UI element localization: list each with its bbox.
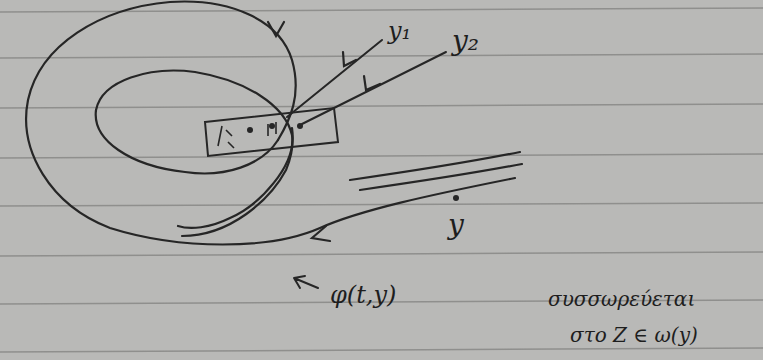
- note-text: συσσωρεύεται: [548, 288, 695, 310]
- trajectory-label: φ(t,y): [330, 282, 396, 308]
- note-text: στο Z ∈ ω(y): [570, 324, 698, 346]
- point-label: y₁: [388, 18, 411, 44]
- transversal-section: [205, 108, 338, 156]
- paper-ruling: [0, 8, 763, 352]
- trajectory: [26, 2, 522, 245]
- point-y: [453, 195, 459, 201]
- point-label: y₂: [452, 26, 479, 57]
- point-label: y: [448, 210, 464, 241]
- callout-arrow: [294, 276, 318, 288]
